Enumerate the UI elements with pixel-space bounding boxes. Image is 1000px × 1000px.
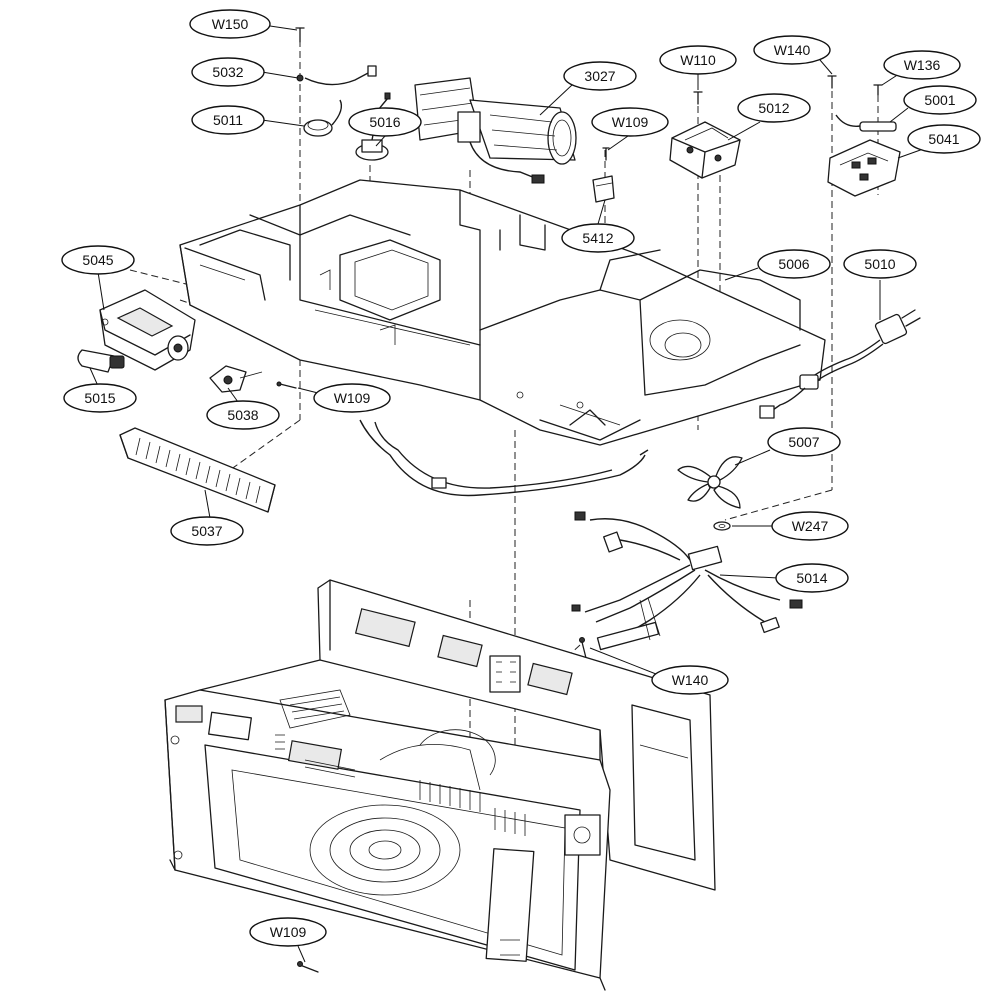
screw-w109-bottom-part <box>297 961 319 973</box>
callout-w140-bottom-label: W140 <box>672 672 709 688</box>
callout-w109-mid-label: W109 <box>334 390 371 406</box>
oven-cavity <box>164 579 716 991</box>
pcb-5041-part <box>827 139 901 197</box>
callout-w150-label: W150 <box>212 16 249 32</box>
callout-w247-label: W247 <box>792 518 829 534</box>
lamp-bracket-5045-part <box>99 289 196 371</box>
thermal-wire-5032-part <box>296 65 377 86</box>
thermal-fuse-5038-part <box>209 365 263 393</box>
leader-lines <box>89 25 927 963</box>
callout-5045-label: 5045 <box>82 252 113 268</box>
screw-w150-part <box>295 27 305 43</box>
callout-5038-label: 5038 <box>227 407 258 423</box>
screw-w136-part <box>873 84 883 96</box>
callout-5006: 5006 <box>757 249 831 279</box>
callout-w109-mid: W109 <box>313 383 391 413</box>
callout-w140-top-label: W140 <box>774 42 811 58</box>
callout-5012: 5012 <box>737 93 811 123</box>
callout-w140-top: W140 <box>753 35 831 65</box>
callout-5037: 5037 <box>170 516 244 546</box>
callout-5041-label: 5041 <box>928 131 959 147</box>
callout-5041: 5041 <box>907 124 981 154</box>
callout-5015: 5015 <box>63 383 137 413</box>
callout-w109-top: W109 <box>591 107 669 137</box>
callout-w109-bottom-label: W109 <box>270 924 307 940</box>
callout-w109-top-label: W109 <box>612 114 649 130</box>
callout-5014-label: 5014 <box>796 570 827 586</box>
callout-3027-label: 3027 <box>584 68 615 84</box>
callout-3027: 3027 <box>563 61 637 91</box>
bracket-5412-part <box>592 175 615 203</box>
callout-5001-label: 5001 <box>924 92 955 108</box>
fan-motor-3027-part <box>414 77 577 184</box>
callout-5016-label: 5016 <box>369 114 400 130</box>
callout-w150: W150 <box>189 9 271 39</box>
callout-w109-bottom: W109 <box>249 917 327 947</box>
grille-5037-part <box>119 427 276 513</box>
callout-5032: 5032 <box>191 57 265 87</box>
fan-blade-5007-part <box>677 456 743 509</box>
callout-5015-label: 5015 <box>84 390 115 406</box>
screw-w140-top-part <box>827 75 837 89</box>
callout-5011: 5011 <box>191 105 265 135</box>
callout-5007: 5007 <box>767 427 841 457</box>
callout-5412-label: 5412 <box>582 230 613 246</box>
callout-w140-bottom: W140 <box>651 665 729 695</box>
callout-5014: 5014 <box>775 563 849 593</box>
transformer-5012-part <box>669 121 741 179</box>
thermistor-5011-part <box>303 99 343 137</box>
callout-5011-label: 5011 <box>213 112 243 128</box>
callout-5037-label: 5037 <box>191 523 222 539</box>
wiring-harness-5014-part <box>359 419 803 651</box>
fuse-5001-part <box>835 114 897 132</box>
screw-w110-part <box>693 91 703 105</box>
callout-5010-label: 5010 <box>864 256 895 272</box>
callout-5010: 5010 <box>843 249 917 279</box>
power-cord-5010-part <box>759 309 921 419</box>
screw-w109-mid-part <box>276 381 297 389</box>
callout-5012-label: 5012 <box>758 100 789 116</box>
callout-5032-label: 5032 <box>212 64 243 80</box>
callout-w247: W247 <box>771 511 849 541</box>
lamp-5015-part <box>77 349 125 373</box>
callout-5045: 5045 <box>61 245 135 275</box>
screw-w140-bottom-part <box>579 637 587 659</box>
callout-5016: 5016 <box>348 107 422 137</box>
screw-w109-top-part <box>602 147 610 161</box>
callout-5038: 5038 <box>206 400 280 430</box>
base-plate <box>179 179 826 446</box>
callout-5001: 5001 <box>903 85 977 115</box>
callout-5006-label: 5006 <box>778 256 809 272</box>
callout-w110-label: W110 <box>680 52 716 68</box>
washer-w247-part <box>713 521 731 531</box>
callout-5412: 5412 <box>561 223 635 253</box>
callout-w136-label: W136 <box>904 57 941 73</box>
callout-w136: W136 <box>883 50 961 80</box>
callout-5007-label: 5007 <box>788 434 819 450</box>
callout-w110: W110 <box>659 45 737 75</box>
